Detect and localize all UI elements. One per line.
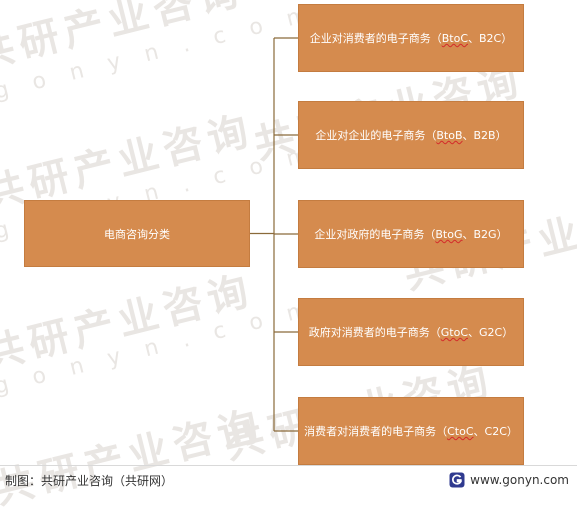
- footer-divider: [0, 465, 577, 466]
- tree-connector: [250, 37, 298, 432]
- category-node-label: 企业对企业的电子商务（BtoB、B2B）: [315, 129, 507, 142]
- source-caption: 制图：共研产业咨询（共研网）: [5, 474, 174, 488]
- footer-brand: www.gonyn.com: [449, 472, 569, 488]
- gonyn-logo-icon: [449, 472, 465, 488]
- category-node-b2c: 企业对消费者的电子商务（BtoC、B2C）: [298, 4, 524, 72]
- root-node-label: 电商咨询分类: [104, 227, 170, 241]
- category-node-b2g: 企业对政府的电子商务（BtoG、B2G）: [298, 200, 524, 268]
- category-node-b2b: 企业对企业的电子商务（BtoB、B2B）: [298, 101, 524, 169]
- category-node-label: 消费者对消费者的电子商务（CtoC、C2C）: [304, 425, 518, 438]
- category-node-c2c: 消费者对消费者的电子商务（CtoC、C2C）: [298, 397, 524, 465]
- root-node: 电商咨询分类: [24, 200, 250, 267]
- category-node-label: 政府对消费者的电子商务（GtoC、G2C）: [308, 326, 514, 339]
- site-url[interactable]: www.gonyn.com: [470, 473, 569, 487]
- category-node-g2c: 政府对消费者的电子商务（GtoC、G2C）: [298, 298, 524, 366]
- category-node-label: 企业对消费者的电子商务（BtoC、B2C）: [309, 32, 513, 45]
- category-node-label: 企业对政府的电子商务（BtoG、B2G）: [314, 228, 508, 241]
